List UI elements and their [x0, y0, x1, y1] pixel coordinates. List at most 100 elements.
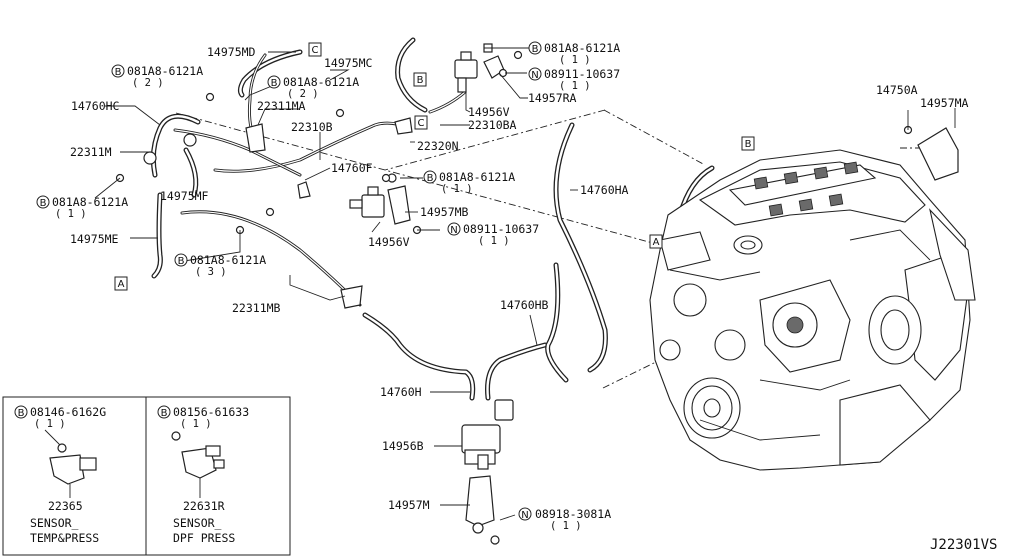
callout-14957ma: 14957MA — [920, 96, 969, 110]
connector-a-engine: A — [649, 234, 663, 249]
svg-text:( 2 ): ( 2 ) — [132, 77, 164, 89]
svg-text:TEMP&PRESS: TEMP&PRESS — [30, 531, 99, 545]
svg-text:C: C — [418, 118, 425, 129]
svg-text:14957RA: 14957RA — [528, 91, 577, 105]
callout-14956b: 14956B — [382, 439, 424, 453]
diagram-code: J22301VS — [930, 537, 997, 553]
callout-08918: N 08918-3081A ( 1 ) — [518, 507, 611, 532]
callout-22310ba: 22310BA — [468, 118, 517, 132]
vacuum-hoses — [150, 37, 715, 401]
svg-text:14975MC: 14975MC — [324, 56, 373, 70]
svg-text:14957MB: 14957MB — [420, 205, 469, 219]
svg-text:14760HC: 14760HC — [71, 99, 120, 113]
svg-text:B: B — [427, 173, 434, 184]
svg-text:( 1 ): ( 1 ) — [559, 54, 591, 66]
svg-text:081A8-6121A: 081A8-6121A — [127, 64, 203, 78]
callout-14750a: 14750A — [876, 83, 918, 97]
callout-081a8-e: B 081A8-6121A ( 1 ) — [36, 195, 128, 220]
brackets — [143, 117, 959, 309]
callout-14957ra: 14957RA — [528, 91, 577, 105]
egr-tubes — [173, 53, 467, 307]
svg-text:B: B — [745, 139, 752, 150]
callout-22320n: 22320N — [417, 139, 459, 153]
svg-text:A: A — [118, 279, 125, 290]
svg-text:A: A — [653, 237, 660, 248]
svg-text:14760F: 14760F — [331, 161, 373, 175]
svg-text:( 1 ): ( 1 ) — [180, 418, 212, 430]
connector-c-top: C — [308, 42, 322, 57]
callout-14957mb: 14957MB — [420, 205, 469, 219]
callout-14975md: 14975MD — [207, 45, 256, 59]
svg-text:( 2 ): ( 2 ) — [287, 88, 319, 100]
vacuum-valve-14956b — [461, 399, 514, 545]
callout-14760h: 14760H — [380, 385, 422, 399]
svg-text:B: B — [532, 44, 539, 55]
callout-14957m: 14957M — [388, 498, 430, 512]
svg-text:( 1 ): ( 1 ) — [550, 520, 582, 532]
svg-text:14956V: 14956V — [368, 235, 410, 249]
callout-14975mc: 14975MC — [324, 56, 373, 70]
svg-text:081A8-6121A: 081A8-6121A — [439, 170, 515, 184]
callout-22311m: 22311M — [70, 145, 112, 159]
callout-081a8-c: B 081A8-6121A ( 1 ) — [528, 41, 620, 66]
callout-14975me: 14975ME — [70, 232, 119, 246]
svg-text:14760HA: 14760HA — [580, 183, 629, 197]
svg-text:14975ME: 14975ME — [70, 232, 119, 246]
callout-22310b: 22310B — [291, 120, 333, 134]
svg-text:( 1 ): ( 1 ) — [34, 418, 66, 430]
svg-text:B: B — [417, 75, 424, 86]
svg-text:SENSOR_: SENSOR_ — [30, 516, 79, 530]
leader-lines — [94, 47, 956, 521]
svg-text:22311M: 22311M — [70, 145, 112, 159]
svg-text:C: C — [312, 45, 319, 56]
svg-text:081A8-6121A: 081A8-6121A — [52, 195, 128, 209]
inset-temp-press-sensor: B 08146-6162G ( 1 ) 22365 SENSOR_ TEMP&P… — [14, 405, 106, 545]
svg-text:B: B — [115, 67, 122, 78]
inset-dpf-press-sensor: B 08156-61633 ( 1 ) 22631R SENSOR_ DPF P… — [157, 405, 249, 545]
svg-text:14975MD: 14975MD — [207, 45, 256, 59]
svg-text:08146-6162G: 08146-6162G — [30, 405, 106, 419]
connector-a-left: A — [114, 276, 128, 291]
svg-text:22631R: 22631R — [183, 499, 225, 513]
sensor-inset-panel — [2, 396, 291, 556]
svg-text:14957MA: 14957MA — [920, 96, 969, 110]
connector-b-top: B — [413, 72, 427, 87]
svg-text:22320N: 22320N — [417, 139, 459, 153]
svg-text:N: N — [531, 70, 538, 81]
temp-press-sensor-icon — [49, 454, 85, 485]
connector-c-mid: C — [414, 115, 428, 130]
callout-14760f: 14760F — [331, 161, 373, 175]
callout-081a8-a: B 081A8-6121A ( 2 ) — [111, 64, 203, 89]
callout-14760hc: 14760HC — [71, 99, 120, 113]
svg-text:B: B — [40, 198, 47, 209]
callout-14760hb: 14760HB — [500, 298, 549, 312]
svg-text:( 1 ): ( 1 ) — [55, 208, 87, 220]
svg-text:08156-61633: 08156-61633 — [173, 405, 249, 419]
connector-b-engine: B — [741, 136, 755, 151]
svg-text:22311MB: 22311MB — [232, 301, 281, 315]
svg-text:( 1 ): ( 1 ) — [441, 183, 473, 195]
vacuum-solenoid-middle — [349, 173, 411, 225]
svg-text:081A8-6121A: 081A8-6121A — [190, 253, 266, 267]
svg-text:B: B — [18, 408, 25, 419]
svg-text:22311MA: 22311MA — [257, 99, 306, 113]
svg-text:08911-10637: 08911-10637 — [544, 67, 620, 81]
svg-text:DPF PRESS: DPF PRESS — [173, 531, 235, 545]
vacuum-solenoid-top — [454, 43, 505, 93]
svg-text:14760HB: 14760HB — [500, 298, 549, 312]
svg-text:08911-10637: 08911-10637 — [463, 222, 539, 236]
svg-text:08918-3081A: 08918-3081A — [535, 507, 611, 521]
svg-text:B: B — [178, 256, 185, 267]
svg-text:B: B — [271, 78, 278, 89]
svg-text:B: B — [161, 408, 168, 419]
svg-text:081A8-6121A: 081A8-6121A — [283, 75, 359, 89]
svg-text:22310BA: 22310BA — [468, 118, 517, 132]
svg-text:14956B: 14956B — [382, 439, 424, 453]
callout-14975mf: 14975MF — [160, 189, 209, 203]
callout-14956v-b: 14956V — [368, 235, 410, 249]
callout-14956v-a: 14956V — [468, 105, 510, 119]
callout-081a8-d: B 081A8-6121A ( 1 ) — [423, 170, 515, 195]
svg-text:14956V: 14956V — [468, 105, 510, 119]
svg-text:SENSOR_: SENSOR_ — [173, 516, 222, 530]
